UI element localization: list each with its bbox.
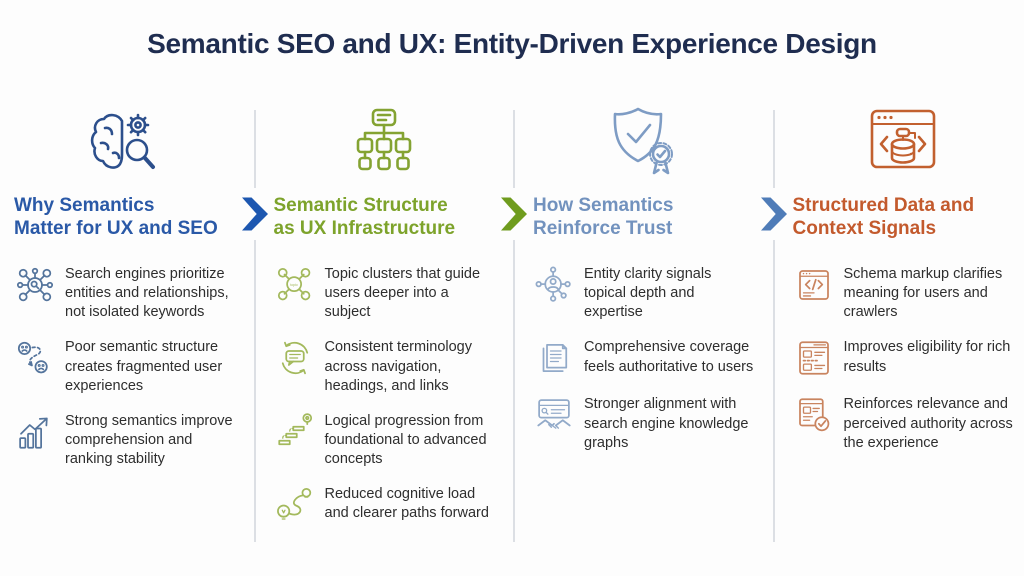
- list-item: Improves eligibility for rich results: [793, 337, 1015, 379]
- column2-bullets: topic Topic clusters that guide users de…: [274, 264, 496, 526]
- column1-bullets: Search engines prioritize entities and r…: [14, 264, 236, 469]
- column3-heading: How Semantics Reinforce Trust: [533, 194, 755, 248]
- divider-2: [495, 98, 533, 576]
- list-item-text: Improves eligibility for rich results: [843, 339, 1011, 375]
- column1-heading: Why Semantics Matter for UX and SEO: [14, 194, 236, 248]
- column-semantic-structure: Semantic Structure as UX Infrastructure …: [272, 98, 498, 576]
- divider-line: [772, 110, 775, 542]
- list-item-text: Schema markup clarifies meaning for user…: [843, 266, 1003, 321]
- column4-heading-line1: Structured Data and: [792, 195, 975, 216]
- relevance-check-icon: [798, 398, 829, 432]
- list-item-text: Strong semantics improve comprehension a…: [65, 412, 233, 467]
- column2-header-icon-row: [274, 98, 496, 186]
- brain-gear-magnifier-icon: [90, 113, 155, 169]
- list-item-text: Poor semantic structure creates fragment…: [65, 339, 223, 394]
- browser-database-code-icon: [870, 109, 936, 169]
- divider-3: [754, 98, 793, 576]
- shield-check-award-icon: [613, 107, 673, 175]
- column3-heading-line2: Reinforce Trust: [533, 218, 673, 240]
- list-item-text: Logical progression from foundational to…: [324, 412, 487, 467]
- list-item: Logical progression from foundational to…: [274, 411, 496, 469]
- list-item: Stronger alignment with search engine kn…: [533, 394, 755, 452]
- topic-cluster-icon: topic: [277, 267, 310, 301]
- list-item: Reinforces relevance and perceived autho…: [793, 394, 1015, 452]
- svg-text:topic: topic: [290, 283, 298, 287]
- column4-heading-line2: Context Signals: [792, 218, 937, 240]
- progression-steps-icon: [277, 412, 312, 445]
- column3-bullets: Entity clarity signals topical depth and…: [533, 264, 755, 453]
- chevron-right-icon: [495, 188, 533, 240]
- divider-line: [253, 110, 256, 542]
- column-why-semantics-matter: Why Semantics Matter for UX and SEO Sear…: [12, 98, 238, 576]
- chevron-right-icon: [235, 188, 274, 240]
- ranking-growth-chart-icon: [19, 417, 48, 449]
- list-item-text: Search engines prioritize entities and r…: [65, 266, 229, 321]
- list-item-text: Topic clusters that guide users deeper i…: [324, 266, 481, 321]
- fragmented-user-journey-icon: [17, 342, 48, 374]
- cognitive-path-icon: [276, 488, 311, 520]
- list-item: topic Topic clusters that guide users de…: [274, 264, 496, 322]
- column4-bullets: Schema markup clarifies meaning for user…: [793, 264, 1015, 453]
- column3-heading-line1: How Semantics: [533, 195, 674, 216]
- column2-heading: Semantic Structure as UX Infrastructure: [274, 194, 496, 248]
- column4-header-icon-row: [793, 98, 1015, 186]
- schema-code-icon: [798, 270, 829, 300]
- list-item-text: Consistent terminology across navigation…: [324, 339, 473, 394]
- page-title: Semantic SEO and UX: Entity-Driven Exper…: [147, 28, 877, 59]
- list-item-text: Stronger alignment with search engine kn…: [584, 396, 749, 451]
- list-item-text: Reinforces relevance and perceived autho…: [843, 396, 1013, 451]
- column1-heading-line1: Why Semantics: [14, 195, 155, 216]
- divider-line: [513, 110, 515, 542]
- list-item: Strong semantics improve comprehension a…: [14, 411, 236, 469]
- column4-heading: Structured Data and Context Signals: [793, 194, 1015, 248]
- list-item-text: Comprehensive coverage feels authoritati…: [584, 339, 754, 375]
- column2-heading-line1: Semantic Structure: [273, 195, 448, 216]
- column1-heading-line2: Matter for UX and SEO: [14, 218, 218, 240]
- knowledge-graph-handshake-icon: [537, 399, 571, 430]
- list-item: Comprehensive coverage feels authoritati…: [533, 337, 755, 379]
- column3-header-icon-row: [533, 98, 755, 186]
- list-item: Reduced cognitive load and clearer paths…: [274, 484, 496, 526]
- documents-stack-icon: [542, 344, 568, 373]
- entity-clarity-node-icon: [535, 266, 571, 302]
- list-item-text: Reduced cognitive load and clearer paths…: [324, 486, 489, 522]
- list-item: Poor semantic structure creates fragment…: [14, 337, 236, 395]
- infographic-board: Why Semantics Matter for UX and SEO Sear…: [12, 98, 1016, 576]
- column-semantics-reinforce-trust: How Semantics Reinforce Trust Entity cla…: [531, 98, 757, 576]
- chevron-right-icon: [754, 188, 793, 240]
- list-item: Entity clarity signals topical depth and…: [533, 264, 755, 322]
- list-item: Search engines prioritize entities and r…: [14, 264, 236, 322]
- list-item: Consistent terminology across navigation…: [274, 337, 496, 395]
- sitemap-hierarchy-icon: [356, 108, 412, 171]
- list-item: Schema markup clarifies meaning for user…: [793, 264, 1015, 322]
- rich-results-icon: [798, 341, 829, 375]
- column2-heading-line2: as UX Infrastructure: [273, 218, 456, 240]
- list-item-text: Entity clarity signals topical depth and…: [584, 266, 712, 321]
- divider-1: [235, 98, 274, 576]
- terminology-sync-icon: [281, 342, 308, 375]
- column1-header-icon-row: [14, 98, 236, 186]
- entity-network-icon: [16, 267, 54, 302]
- column-structured-data-signals: Structured Data and Context Signals Sche…: [791, 98, 1017, 576]
